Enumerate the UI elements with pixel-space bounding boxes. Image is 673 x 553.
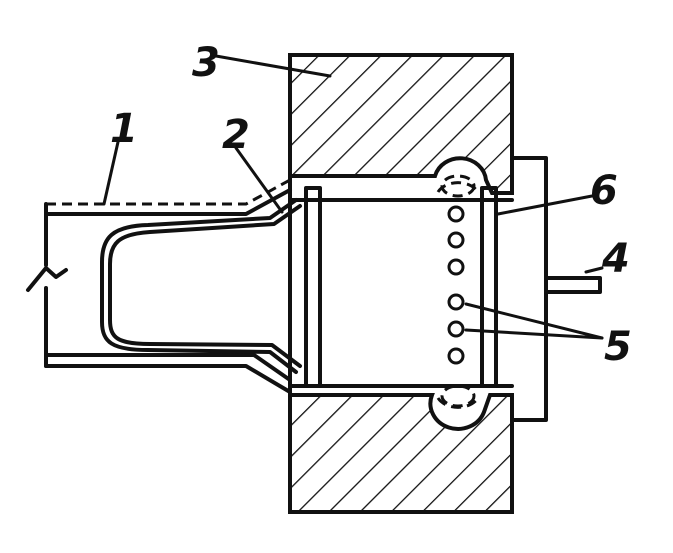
- label-3: 3: [192, 40, 220, 86]
- block-3-upper: [288, 53, 514, 195]
- plate-6: [480, 186, 498, 388]
- block-3-lower: [288, 393, 514, 514]
- block-3: [288, 53, 514, 514]
- labels: 1 2 3 4 5 6: [110, 40, 632, 370]
- chamber: [288, 174, 514, 397]
- cap-and-rod: [510, 156, 602, 422]
- plates: [304, 186, 498, 388]
- insert-2: [100, 198, 302, 374]
- label-6: 6: [590, 168, 618, 214]
- label-1: 1: [110, 106, 138, 152]
- tube-1: [26, 178, 292, 394]
- rod-4: [544, 276, 602, 294]
- label-5: 5: [604, 324, 632, 370]
- break-mark: [26, 266, 68, 292]
- leader-lines: [102, 54, 604, 340]
- holes-5: [440, 174, 476, 408]
- label-2: 2: [222, 112, 250, 158]
- label-4: 4: [601, 236, 630, 282]
